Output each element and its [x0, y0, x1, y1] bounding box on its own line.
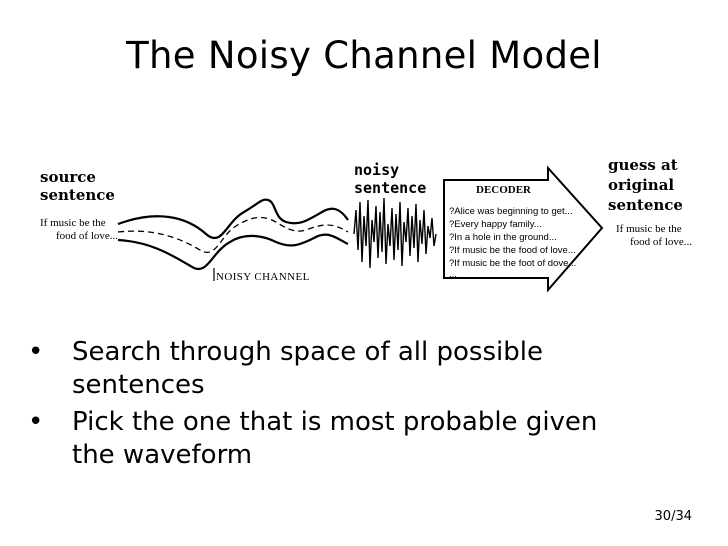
source-text-line2: food of love... — [56, 230, 118, 242]
hypothesis-1: ?Alice was beginning to get... — [449, 206, 573, 217]
source-text-line1: If music be the — [40, 217, 106, 229]
bullet-line: sentences — [72, 370, 205, 400]
hypothesis-4: ?If music be the food of love... — [449, 245, 576, 256]
noisy-heading-line1: noisy — [354, 161, 399, 179]
channel-label: NOISY CHANNEL — [216, 271, 310, 283]
channel-lower-curve — [118, 235, 348, 269]
guess-text-line2: food of love... — [630, 236, 692, 248]
guess-heading-line1: guess at — [608, 156, 678, 174]
decoder-label: DECODER — [476, 184, 532, 196]
noisy-heading-line2: sentence — [354, 179, 426, 197]
bullet-line: Search through space of all possible — [72, 337, 543, 367]
bullet-dot-icon: • — [28, 336, 43, 369]
hypothesis-3: ?In a hole in the ground... — [449, 232, 557, 243]
slide-title: The Noisy Channel Model — [0, 34, 728, 78]
guess-heading-line3: sentence — [608, 196, 683, 214]
hypothesis-2: ?Every happy family... — [449, 219, 542, 230]
diagram-svg: source sentence If music be the food of … — [36, 150, 696, 300]
bullet-line: the waveform — [72, 440, 252, 470]
guess-heading-line2: original — [608, 176, 674, 194]
page-number: 30/34 — [655, 509, 692, 524]
bullet-list: • Search through space of all possible s… — [26, 336, 716, 476]
bullet-line: Pick the one that is most probable given — [72, 407, 597, 437]
guess-text-line1: If music be the — [616, 223, 682, 235]
bullet-item-search: • Search through space of all possible s… — [26, 336, 716, 402]
noisy-channel-diagram: source sentence If music be the food of … — [36, 150, 696, 300]
noise-waveform — [354, 198, 436, 268]
hypothesis-6: ... — [449, 269, 457, 280]
channel-tube — [118, 200, 348, 269]
hypothesis-5: ?If music be the foot of dove... — [449, 258, 576, 269]
bullet-item-pick: • Pick the one that is most probable giv… — [26, 406, 716, 472]
source-heading-line1: source — [40, 168, 96, 186]
bullet-dot-icon: • — [28, 406, 43, 439]
source-heading-line2: sentence — [40, 186, 115, 204]
